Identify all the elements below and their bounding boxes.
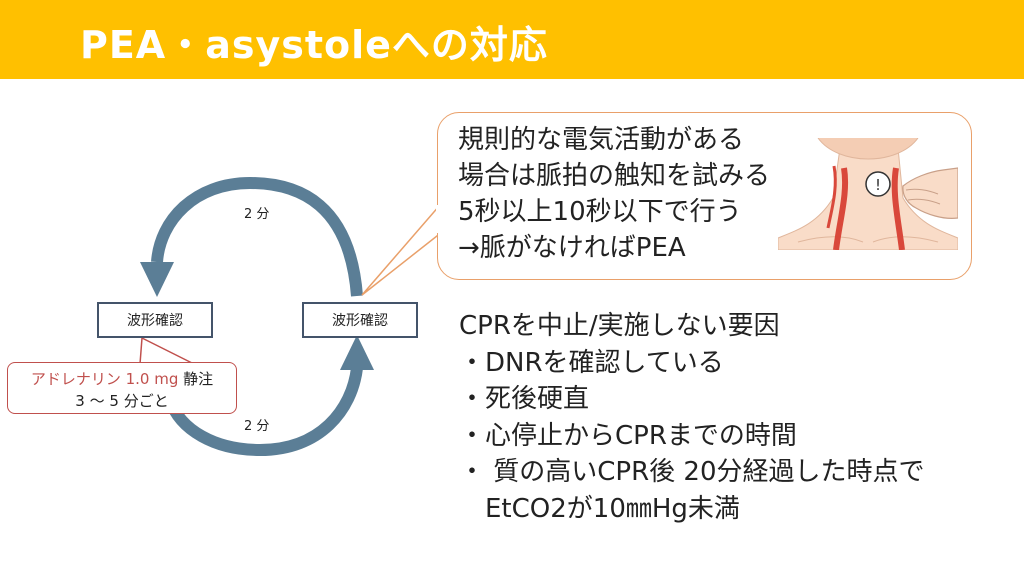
pea-line-4: →脈がなければPEA <box>458 233 686 263</box>
title-bar: PEA・asystoleへの対応 <box>0 0 1024 79</box>
bottom-arrowhead <box>340 335 374 370</box>
top-arrowhead <box>140 262 174 297</box>
bottom-cycle-arrow <box>164 367 363 457</box>
factor-item-4: ・ 質の高いCPR後 20分経過した時点で <box>459 457 925 487</box>
factors-heading: CPRを中止/実施しない要因 <box>459 311 780 341</box>
factor-item-1: ・DNRを確認している <box>459 347 724 378</box>
adrenaline-drug: アドレナリン 1.0 mg <box>30 370 179 388</box>
alert-mark: ! <box>875 176 881 194</box>
page-title: PEA・asystoleへの対応 <box>80 23 548 67</box>
waveform-check-left-box: 波形確認 <box>97 302 213 338</box>
pointer-joint <box>436 205 444 233</box>
neck-pulse-check-icon: ! <box>778 138 958 250</box>
factor-item-2: ・死後硬直 <box>459 384 590 414</box>
top-interval-label: 2 分 <box>244 207 270 222</box>
pea-callout-pointer <box>361 204 443 296</box>
adrenaline-route: 静注 <box>178 370 214 388</box>
factor-item-3: ・心停止からCPRまでの時間 <box>459 420 797 451</box>
adrenaline-pointer <box>139 336 195 365</box>
cpr-stop-factors: CPRを中止/実施しない要因 ・DNRを確認している ・死後硬直 ・心停止からC… <box>459 308 925 527</box>
bottom-interval-label: 2 分 <box>244 419 270 434</box>
top-cycle-arrow <box>151 176 363 297</box>
pea-line-2: 場合は脈拍の触知を試みる <box>458 161 771 191</box>
waveform-check-left-label: 波形確認 <box>127 313 183 329</box>
pea-line-1: 規則的な電気活動がある <box>458 125 745 155</box>
waveform-check-right-label: 波形確認 <box>332 313 388 329</box>
adrenaline-dose-line: アドレナリン 1.0 mg 静注 <box>8 368 236 389</box>
adrenaline-callout: アドレナリン 1.0 mg 静注 3 ～ 5 分ごと <box>7 362 237 414</box>
waveform-check-right-box: 波形確認 <box>302 302 418 338</box>
pea-line-3: 5秒以上10秒以下で行う <box>458 197 742 227</box>
pea-callout-text: 規則的な電気活動がある 場合は脈拍の触知を試みる 5秒以上10秒以下で行う →脈… <box>458 122 770 266</box>
factor-item-5: EtCO2が10㎜Hg未満 <box>459 493 740 524</box>
adrenaline-interval: 3 ～ 5 分ごと <box>75 392 169 410</box>
